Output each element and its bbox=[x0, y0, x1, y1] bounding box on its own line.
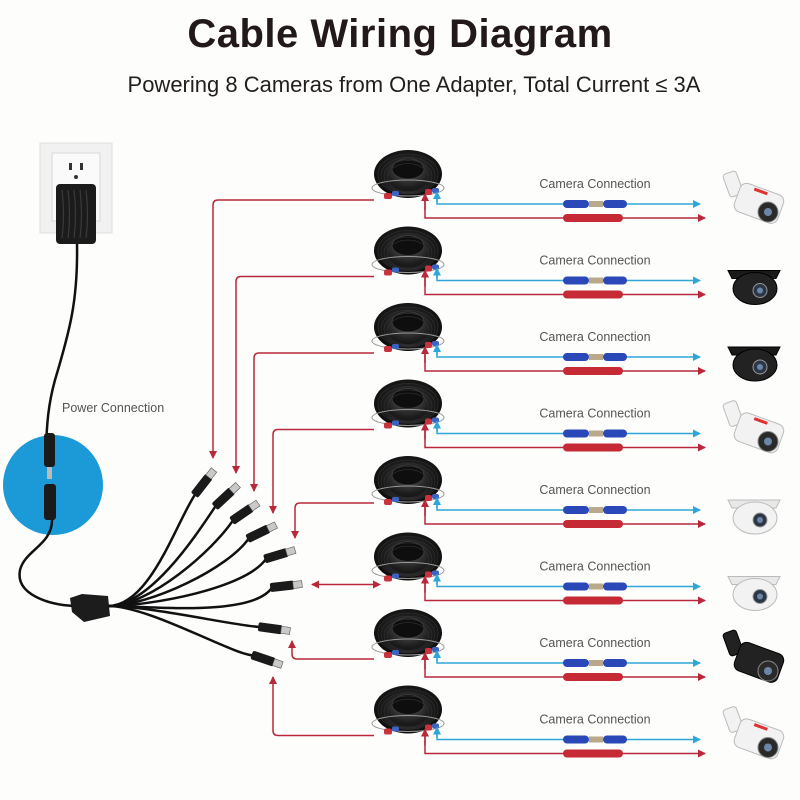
camera-connection-label: Camera Connection bbox=[539, 254, 650, 268]
bnc-dc-connector-icon bbox=[563, 429, 627, 452]
cable-spool-icon bbox=[371, 150, 445, 199]
dc-plug-icon bbox=[263, 546, 297, 564]
bnc-dc-connector-icon bbox=[563, 582, 627, 605]
camera-row: Camera Connection bbox=[371, 150, 706, 222]
camera-row: Camera Connection bbox=[371, 685, 706, 758]
splitter-arm bbox=[107, 492, 197, 608]
power-route-arrow bbox=[269, 676, 374, 737]
dc-connector-icon bbox=[44, 433, 56, 520]
dc-plug-icon bbox=[212, 482, 241, 510]
white-bullet-camera-icon bbox=[722, 706, 785, 760]
splitter-hub bbox=[70, 594, 110, 622]
dc-plug-icon bbox=[269, 580, 303, 592]
cable-spool-icon bbox=[371, 609, 445, 658]
black-bullet-camera-icon bbox=[722, 629, 785, 683]
cable-spool-icon bbox=[371, 685, 445, 735]
camera-connection-label: Camera Connection bbox=[539, 407, 650, 421]
cable-spool-icon bbox=[371, 379, 445, 429]
cable-spool-icon bbox=[371, 303, 445, 352]
splitter-arm bbox=[107, 604, 254, 657]
black-dome-camera-icon bbox=[727, 270, 781, 305]
splitter-lead bbox=[18, 519, 76, 608]
cable-spool-icon bbox=[371, 226, 445, 276]
power-route-arrow bbox=[291, 502, 374, 539]
camera-connection-label: Camera Connection bbox=[539, 177, 650, 191]
bnc-dc-connector-icon bbox=[563, 276, 627, 299]
camera-connection-label: Camera Connection bbox=[539, 483, 650, 497]
power-route-arrow bbox=[250, 352, 374, 492]
dc-plug-icon bbox=[250, 650, 284, 669]
dc-plug-icon bbox=[229, 499, 261, 525]
white-dome-camera-icon bbox=[727, 576, 781, 611]
bnc-dc-connector-icon bbox=[563, 200, 627, 222]
power-route-arrow bbox=[288, 640, 374, 660]
camera-row: Camera Connection bbox=[371, 532, 706, 605]
camera-connection-label: Camera Connection bbox=[539, 713, 650, 727]
splitter-arm bbox=[107, 519, 235, 608]
bnc-dc-connector-icon bbox=[563, 506, 627, 528]
white-box-bullet-camera-icon bbox=[722, 400, 785, 454]
diagram-subtitle: Powering 8 Cameras from One Adapter, Tot… bbox=[127, 72, 701, 97]
power-cord bbox=[44, 243, 79, 446]
dc-plug-icon bbox=[257, 622, 291, 635]
bnc-dc-connector-icon bbox=[563, 353, 627, 375]
camera-row: Camera Connection bbox=[371, 609, 706, 681]
black-dome-camera-icon bbox=[727, 346, 781, 382]
cable-spool-icon bbox=[371, 532, 445, 582]
white-dome-camera-icon bbox=[727, 499, 781, 535]
bnc-dc-connector-icon bbox=[563, 735, 627, 758]
power-route-arrow bbox=[209, 199, 374, 459]
camera-connection-label: Camera Connection bbox=[539, 560, 650, 574]
cable-spool-icon bbox=[371, 456, 445, 505]
splitter-arm bbox=[107, 537, 251, 608]
camera-row: Camera Connection bbox=[371, 226, 706, 299]
power-connection-label: Power Connection bbox=[62, 401, 164, 415]
camera-row: Camera Connection bbox=[371, 456, 706, 528]
camera-connection-label: Camera Connection bbox=[539, 636, 650, 650]
camera-connection-label: Camera Connection bbox=[539, 330, 650, 344]
bnc-dc-connector-icon bbox=[563, 659, 627, 681]
power-route-arrow bbox=[232, 275, 374, 474]
dc-plug-icon bbox=[191, 467, 218, 498]
dc-plug-icon bbox=[245, 521, 278, 543]
camera-row: Camera Connection bbox=[371, 303, 706, 375]
power-route-arrow bbox=[269, 428, 374, 514]
white-bullet-camera-icon bbox=[722, 170, 785, 224]
camera-row: Camera Connection bbox=[371, 379, 706, 452]
power-adapter-icon bbox=[56, 184, 96, 244]
diagram-title: Cable Wiring Diagram bbox=[187, 12, 613, 56]
